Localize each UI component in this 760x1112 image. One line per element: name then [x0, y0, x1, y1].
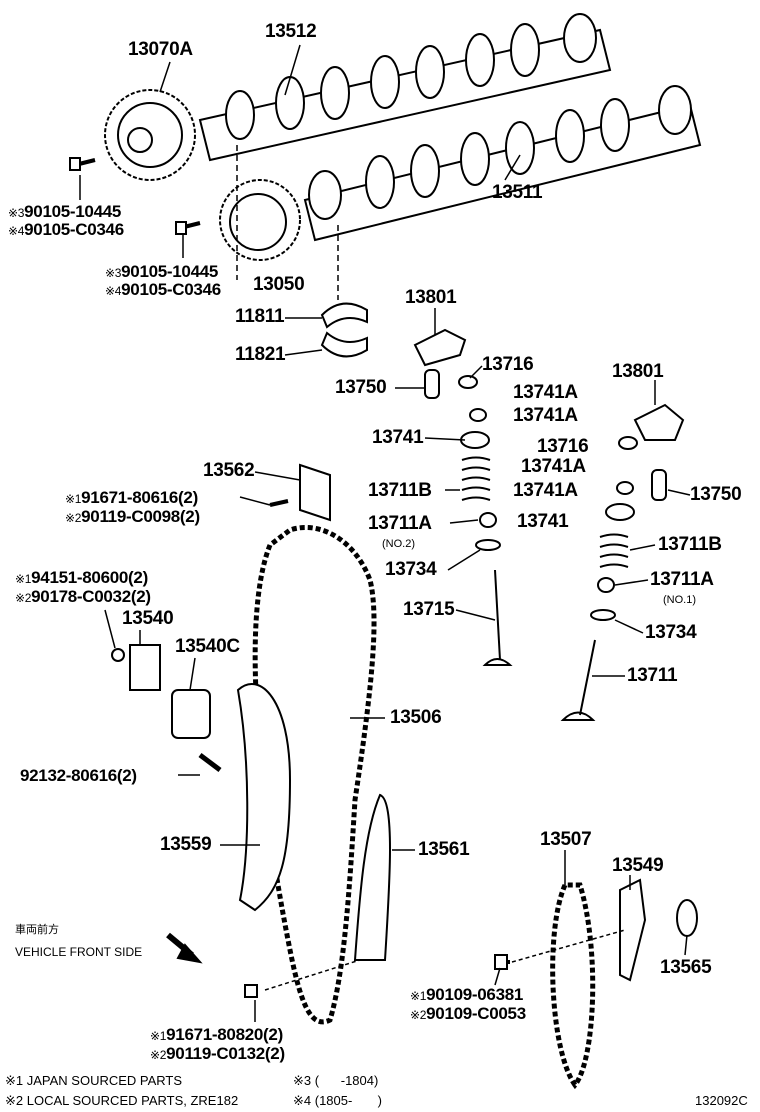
chain-guide-13561 [353, 793, 391, 961]
label-92132-80616: 92132-80616(2) [20, 766, 137, 785]
bolt-label: ※191671-80616(2) [65, 488, 198, 507]
label-13050: 13050 [253, 274, 305, 295]
bolt-label: ※290109-C0053 [410, 1004, 526, 1023]
bolt-label: ※290119-C0132(2) [150, 1044, 285, 1063]
chain-slipper-13559 [236, 683, 292, 912]
label-13070A: 13070A [128, 39, 193, 60]
label-13511: 13511 [492, 182, 543, 203]
label-13549: 13549 [612, 855, 664, 876]
label-13750: 13750 [690, 484, 742, 505]
label-13741A: 13741A [513, 480, 578, 501]
label-13512: 13512 [265, 21, 317, 42]
oil-pump-chain-13507 [550, 882, 596, 1090]
label-11811: 11811 [235, 306, 285, 327]
direction-label-en: VEHICLE FRONT SIDE [15, 945, 143, 959]
label-13716: 13716 [537, 436, 589, 457]
label-no1: (NO.1) [663, 594, 696, 606]
label-13741: 13741 [372, 427, 424, 448]
label-13711B: 13711B [368, 480, 432, 501]
bolt-label: ※290119-C0098(2) [65, 507, 200, 526]
label-13561: 13561 [418, 839, 470, 860]
label-13741: 13741 [517, 511, 569, 532]
label-13716: 13716 [482, 354, 534, 375]
label-13711: 13711 [627, 665, 678, 686]
label-13741A: 13741A [513, 382, 578, 403]
bolt-label: ※194151-80600(2) [15, 568, 148, 587]
bolt-label: ※390105-10445 [105, 262, 219, 281]
bolt-label: ※490105-C0346 [105, 280, 221, 299]
label-13540: 13540 [122, 608, 174, 629]
label-11821: 11821 [235, 344, 286, 365]
label-13562: 13562 [203, 460, 255, 481]
label-13801: 13801 [405, 287, 457, 308]
label-13801: 13801 [612, 361, 664, 382]
camshaft-13511 [303, 85, 702, 242]
label-13734: 13734 [645, 622, 697, 643]
label-13507: 13507 [540, 829, 592, 850]
bolt-label: ※490105-C0346 [8, 220, 124, 239]
footnote-3: ※3 ( -1804) [293, 1073, 379, 1088]
label-13506: 13506 [390, 707, 442, 728]
label-13540C: 13540C [175, 636, 240, 657]
label-13741A: 13741A [521, 456, 586, 477]
label-13565: 13565 [660, 957, 712, 978]
label-13559: 13559 [160, 834, 212, 855]
diagram-id: 132092C [695, 1093, 748, 1108]
bolt-label: ※390105-10445 [8, 202, 122, 221]
label-no2: (NO.2) [382, 538, 415, 550]
footnote-1: ※1 JAPAN SOURCED PARTS [5, 1073, 183, 1088]
label-13741A: 13741A [513, 405, 578, 426]
footnote-4: ※4 (1805- ) [293, 1093, 382, 1108]
label-13715: 13715 [403, 599, 455, 620]
label-13711A: 13711A [368, 513, 432, 534]
label-13734: 13734 [385, 559, 437, 580]
bolt-label: ※290178-C0032(2) [15, 587, 151, 606]
label-13711A: 13711A [650, 569, 714, 590]
bolt-label: ※191671-80820(2) [150, 1025, 283, 1044]
label-13750: 13750 [335, 377, 387, 398]
label-13711B: 13711B [658, 534, 722, 555]
direction-label-jp: 車両前方 [15, 924, 59, 936]
camshaft-13512 [198, 13, 612, 162]
bolt-label: ※190109-06381 [410, 985, 524, 1004]
footnote-2: ※2 LOCAL SOURCED PARTS, ZRE182 [5, 1093, 239, 1108]
timing-chain-13506 [252, 524, 377, 1025]
